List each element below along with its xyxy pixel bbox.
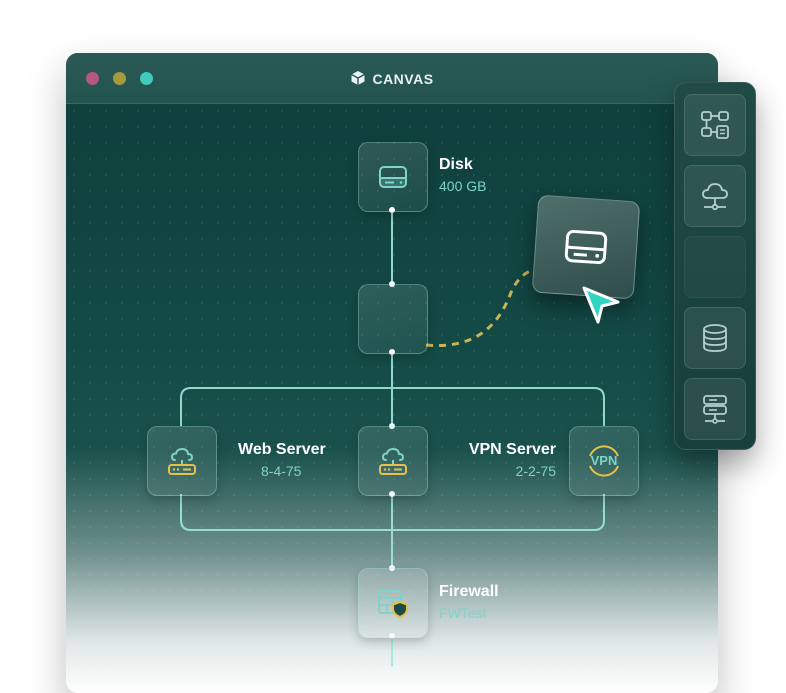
server-rack-icon [703, 395, 727, 424]
title-bar: CANVAS [66, 53, 718, 104]
cloud-server-icon [168, 447, 196, 475]
flowchart-icon [701, 111, 729, 139]
center-server-node[interactable] [358, 426, 428, 496]
cloud-network-icon [702, 183, 728, 211]
vpn-server-address: 2-2-75 [515, 463, 556, 479]
cloud-server-icon [379, 447, 407, 475]
minimize-window-button[interactable] [113, 72, 126, 85]
window-title-text: CANVAS [372, 71, 434, 87]
window-title: CANVAS [66, 70, 718, 87]
dragged-disk-card[interactable] [531, 194, 641, 300]
vpn-icon: VPN [584, 441, 624, 481]
vpn-server-node[interactable]: VPN [569, 426, 639, 496]
web-server-address: 8-4-75 [261, 463, 302, 479]
vpn-icon-text: VPN [590, 453, 618, 468]
firewall-shield-icon [378, 590, 408, 619]
firewall-node[interactable] [358, 568, 428, 638]
firewall-label: Firewall [439, 583, 499, 600]
tool-cloud-network[interactable] [684, 165, 746, 227]
vpn-server-label: VPN Server [468, 441, 556, 458]
disk-node[interactable] [358, 142, 428, 212]
hard-drive-icon [564, 229, 608, 265]
tool-empty-slot[interactable] [684, 236, 746, 298]
cube-icon [351, 71, 366, 85]
connection-wires [180, 210, 605, 666]
tool-server-rack[interactable] [684, 378, 746, 440]
disk-label: Disk [439, 156, 473, 173]
component-toolbar [674, 82, 756, 450]
hard-drive-icon [379, 166, 407, 188]
database-icon [703, 324, 727, 352]
web-server-node[interactable] [147, 426, 217, 496]
empty-drop-node[interactable] [358, 284, 428, 354]
mouse-pointer-icon [582, 286, 620, 324]
disk-capacity: 400 GB [439, 178, 487, 194]
close-window-button[interactable] [86, 72, 99, 85]
maximize-window-button[interactable] [140, 72, 153, 85]
tool-flowchart[interactable] [684, 94, 746, 156]
tool-database[interactable] [684, 307, 746, 369]
web-server-label: Web Server [238, 441, 326, 458]
firewall-name: FWTest [439, 605, 487, 621]
